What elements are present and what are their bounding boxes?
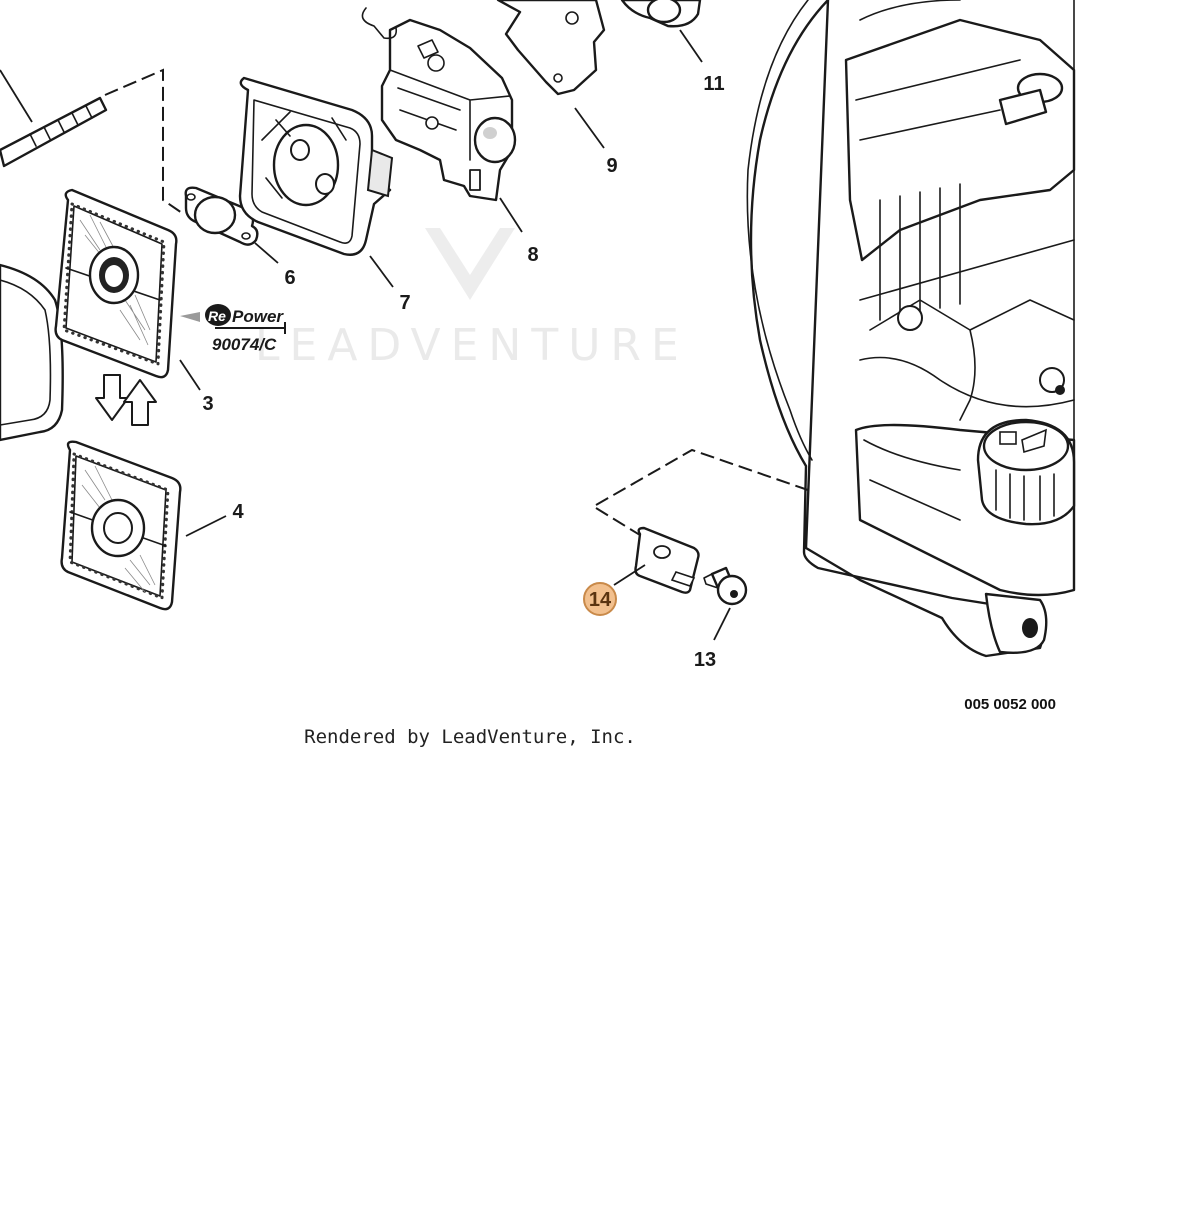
- repower-logo-power: Power: [232, 307, 284, 326]
- filter-element-4: [60, 440, 227, 611]
- repower-badge: Re Power 90074/C: [180, 304, 286, 354]
- callout-4[interactable]: 4: [232, 501, 244, 523]
- callout-14[interactable]: 14: [589, 589, 612, 611]
- drawing-number: 005 0052 000: [964, 696, 1056, 713]
- part-14-bracket: [613, 526, 700, 594]
- callout-8[interactable]: 8: [527, 244, 538, 266]
- watermark: LEADVENTURE: [255, 228, 689, 371]
- callout-14-highlight[interactable]: [583, 582, 617, 616]
- repower-logo-re: Re: [208, 308, 226, 324]
- filter-element-3: [54, 188, 201, 391]
- replace-arrows-icon: [95, 374, 157, 426]
- callout-9[interactable]: 9: [606, 155, 617, 177]
- watermark-text: LEADVENTURE: [255, 320, 689, 371]
- part-6-plate: [184, 186, 279, 264]
- assembly-dash-line: [104, 68, 186, 216]
- pointer-arrow-icon: [180, 312, 200, 322]
- part-8-carburetor: [361, 7, 523, 233]
- repower-part-code: 90074/C: [212, 335, 277, 354]
- watermark-logo-icon: [425, 228, 515, 300]
- callout-labels: 3 4 6 7 8 9 11 13 14: [202, 73, 724, 671]
- footer-credit: Rendered by LeadVenture, Inc.: [304, 726, 636, 748]
- assembly-dash-line-2: [595, 448, 809, 506]
- callout-13[interactable]: 13: [694, 649, 716, 671]
- part-7-filter-base: [238, 76, 394, 288]
- air-filter-cover: [0, 263, 64, 442]
- part-11-clamp: [620, 0, 703, 63]
- callout-3[interactable]: 3: [202, 393, 213, 415]
- part-13-screw: [703, 566, 748, 641]
- callout-11[interactable]: 11: [703, 73, 724, 95]
- engine-housing: [746, 0, 1076, 658]
- callout-6[interactable]: 6: [284, 267, 295, 289]
- part-9-gasket: [496, 0, 606, 149]
- repower-logo-icon: [205, 304, 231, 326]
- callout-7[interactable]: 7: [399, 292, 410, 314]
- long-bolt: [0, 69, 108, 168]
